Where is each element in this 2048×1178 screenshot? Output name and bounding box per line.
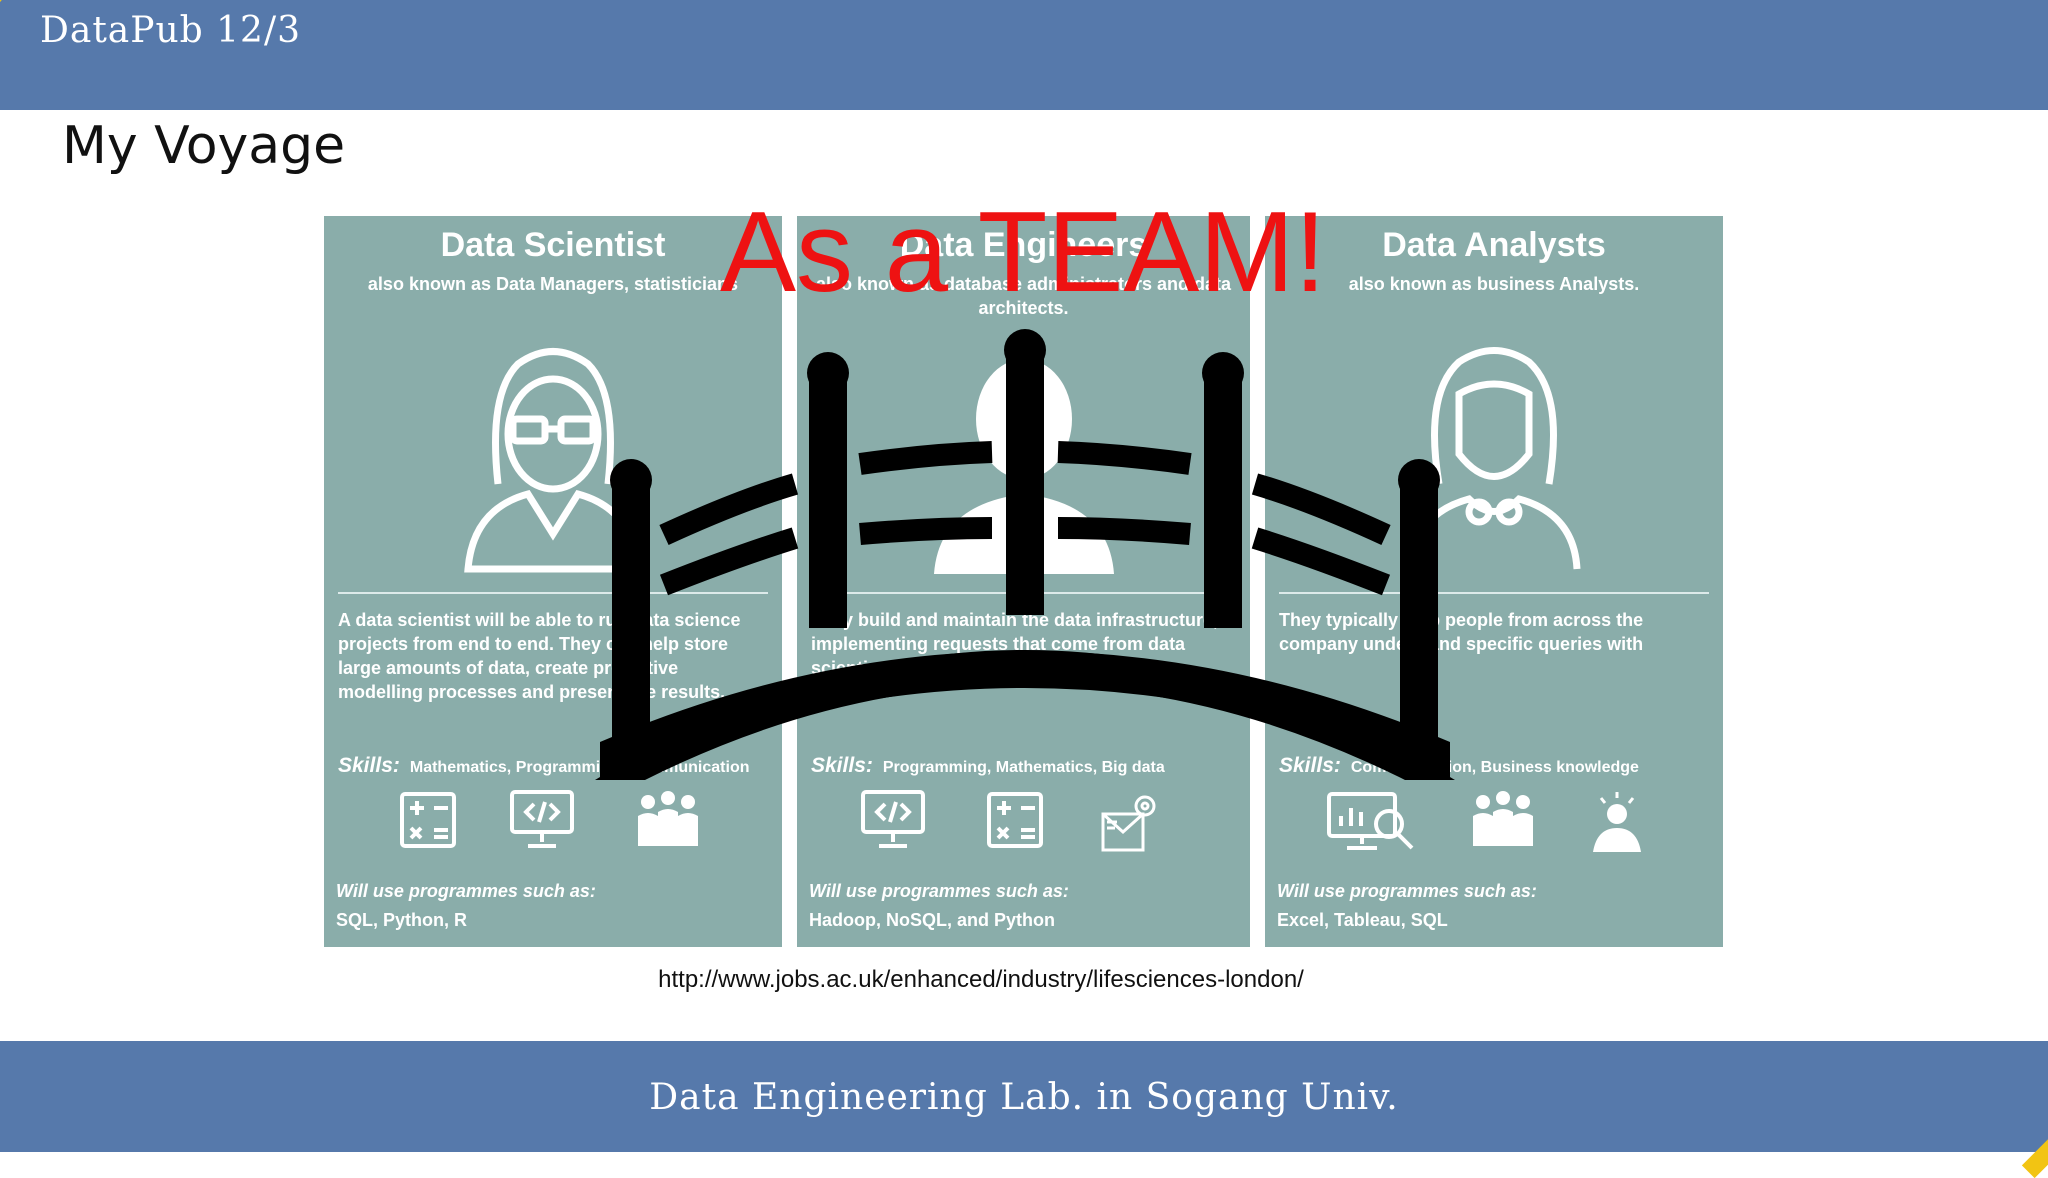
uses-value: Excel, Tableau, SQL [1277, 910, 1448, 930]
bridge-silhouette-icon [595, 329, 1455, 780]
skill-icons [797, 790, 1250, 864]
uses-label: Will use programmes such as: [1277, 881, 1537, 901]
footer-title: Data Engineering Lab. in Sogang Univ. [649, 1077, 1399, 1118]
code-monitor-icon [510, 790, 574, 848]
panel-data-analysts: Data Analysts also known as business Ana… [1265, 216, 1723, 947]
uses-value: Hadoop, NoSQL, and Python [809, 910, 1055, 930]
calculator-icon [400, 792, 456, 848]
skill-icons [1265, 790, 1723, 864]
data-settings-icon [1101, 795, 1156, 852]
panel-data-scientist: Data Scientist also known as Data Manage… [324, 216, 782, 947]
skills-line: Skills: Programming, Mathematics, Big dat… [811, 754, 1242, 778]
uses-value: SQL, Python, R [336, 910, 468, 930]
panel-description: They typically help people from across t… [1279, 610, 1644, 654]
panel-subtitle: also known as Data Managers, statisticia… [367, 274, 739, 294]
team-overlay-title: As a TEAM! [720, 189, 1327, 316]
slide-footer: Data Engineering Lab. in Sogang Univ. [0, 1041, 2048, 1178]
team-icon [638, 791, 698, 846]
panel-subtitle: also known as business Analysts. [1348, 274, 1640, 294]
source-url[interactable]: http://www.jobs.ac.uk/enhanced/industry/… [658, 966, 1304, 993]
page-title: My Voyage [62, 116, 346, 176]
skills-value: Programming, Mathematics, Big data [882, 759, 1165, 776]
code-monitor-icon [861, 790, 925, 848]
divider [1279, 592, 1709, 594]
idea-person-icon [1593, 792, 1641, 852]
header-title: DataPub 12/3 [40, 10, 301, 51]
skills-label: Skills: [338, 754, 400, 777]
calculator-icon [987, 792, 1043, 848]
team-icon [1473, 791, 1533, 846]
panel-title: Data Analysts [1382, 226, 1606, 264]
uses-label: Will use programmes such as: [809, 881, 1069, 901]
panel-title: Data Scientist [440, 226, 666, 264]
analytics-monitor-icon [1327, 792, 1414, 850]
uses-label: Will use programmes such as: [336, 881, 596, 901]
skill-icons [324, 790, 782, 864]
skills-label: Skills: [811, 754, 873, 777]
panel-subtitle: also known as database administrators an… [815, 274, 1232, 318]
accent-stripe [2021, 1115, 2048, 1178]
skills-label: Skills: [1279, 754, 1341, 777]
divider [338, 592, 768, 594]
panel-title: Data Engineers [899, 226, 1148, 264]
slide-header: DataPub 12/3 [0, 0, 2048, 110]
